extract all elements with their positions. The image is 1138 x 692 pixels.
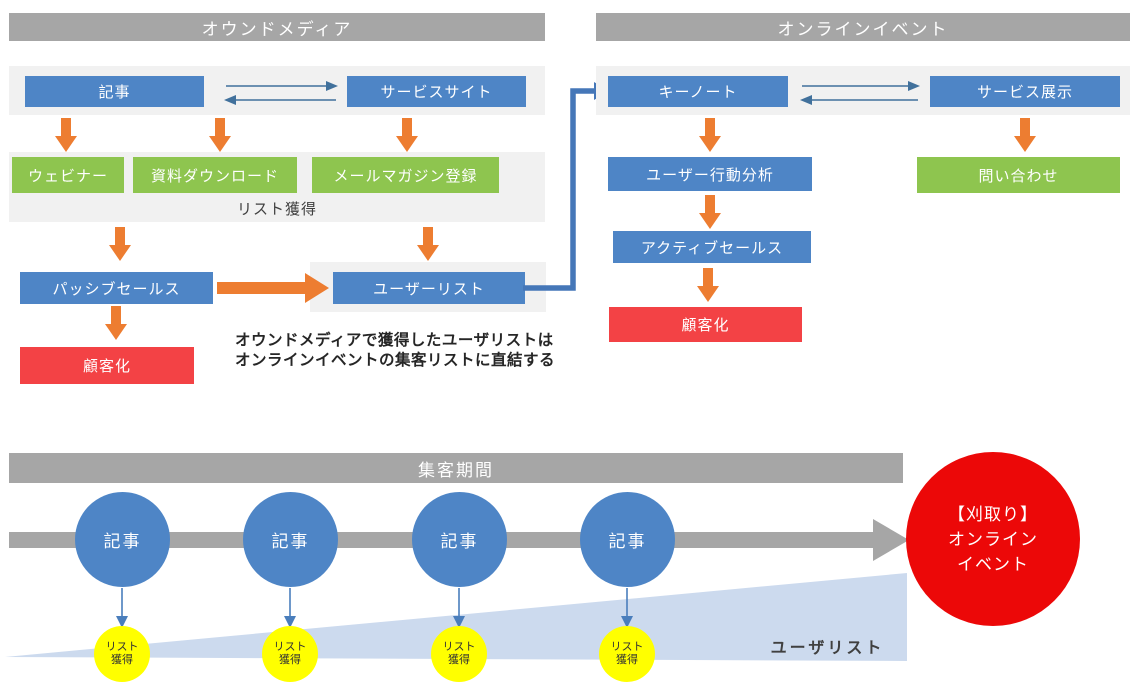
down-arrow-icon <box>697 268 719 302</box>
article-circle: 記事 <box>243 492 338 587</box>
article-circle: 記事 <box>75 492 170 587</box>
article-circle-label: 記事 <box>608 532 647 551</box>
down-arrow-icon <box>699 118 721 152</box>
article-circle-label: 記事 <box>271 532 310 551</box>
passive-sales-label: パッシブセールス <box>52 280 181 298</box>
owned-media-header-label: オウンドメディア <box>201 19 353 39</box>
mail-magazine-label: メールマガジン登録 <box>333 167 478 185</box>
article-circle: 記事 <box>412 492 507 587</box>
annotation-line2: オンラインイベントの集客リストに直結する <box>235 352 556 369</box>
list-acquire-line1: リスト <box>442 641 476 653</box>
down-arrow-icon <box>105 306 127 340</box>
annotation-text: オウンドメディアで獲得したユーザリストは オンラインイベントの集客リストに直結す… <box>235 331 555 371</box>
user-behavior-analysis-box: ユーザー行動分析 <box>608 157 812 191</box>
conversion-label: 顧客化 <box>681 317 730 334</box>
inquiry-box: 問い合わせ <box>917 157 1120 193</box>
article-circle-label: 記事 <box>103 532 142 551</box>
mail-magazine-box: メールマガジン登録 <box>312 157 499 193</box>
harvest-line3: イベント <box>957 554 1029 574</box>
service-site-label: サービスサイト <box>380 84 493 101</box>
harvest-event-circle: 【刈取り】 オンライン イベント <box>906 452 1080 626</box>
user-list-box: ユーザーリスト <box>333 272 525 304</box>
article-box: 記事 <box>25 76 204 107</box>
service-site-box: サービスサイト <box>347 76 526 107</box>
list-acquire-circle: リスト 獲得 <box>599 626 655 682</box>
user-list-label: ユーザーリスト <box>373 280 485 298</box>
harvest-line2: オンライン <box>948 529 1038 549</box>
user-behavior-analysis-label: ユーザー行動分析 <box>646 166 774 184</box>
list-acquire-line2: 獲得 <box>111 654 133 666</box>
right-arrow-icon <box>217 273 329 303</box>
keynote-label: キーノート <box>658 84 738 101</box>
online-event-header: オンラインイベント <box>596 13 1130 41</box>
down-arrow-icon <box>396 118 418 152</box>
article-circle: 記事 <box>580 492 675 587</box>
document-download-label: 資料ダウンロード <box>150 167 279 185</box>
list-acquire-line2: 獲得 <box>616 654 638 666</box>
owned-media-header: オウンドメディア <box>9 13 545 41</box>
drop-arrow-icon <box>621 588 633 628</box>
attraction-period-label: 集客期間 <box>418 460 494 480</box>
inquiry-label: 問い合わせ <box>978 167 1059 185</box>
down-arrow-icon <box>417 227 439 261</box>
conversion-box-left: 顧客化 <box>20 347 194 384</box>
conversion-box-right: 顧客化 <box>609 307 802 342</box>
active-sales-label: アクティブセールス <box>640 239 784 257</box>
list-acquire-circle: リスト 獲得 <box>262 626 318 682</box>
double-arrow-icon <box>224 81 338 105</box>
down-arrow-icon <box>55 118 77 152</box>
down-arrow-icon <box>109 227 131 261</box>
drop-arrow-icon <box>116 588 128 628</box>
webinar-box: ウェビナー <box>12 157 124 193</box>
list-acquisition-label: リスト獲得 <box>236 200 317 218</box>
list-acquire-line1: リスト <box>610 641 644 653</box>
down-arrow-icon <box>699 195 721 229</box>
drop-arrow-icon <box>453 588 465 628</box>
drop-arrow-icon <box>284 588 296 628</box>
annotation-line1: オウンドメディアで獲得したユーザリストは <box>235 332 554 349</box>
service-exhibit-box: サービス展示 <box>930 76 1120 107</box>
down-arrow-icon <box>1014 118 1036 152</box>
down-arrow-icon <box>209 118 231 152</box>
attraction-period-banner: 集客期間 <box>9 453 903 483</box>
service-exhibit-label: サービス展示 <box>976 84 1073 101</box>
document-download-box: 資料ダウンロード <box>133 157 297 193</box>
conversion-label: 顧客化 <box>82 358 131 375</box>
list-acquire-line1: リスト <box>105 641 139 653</box>
passive-sales-box: パッシブセールス <box>20 272 213 304</box>
list-acquire-circle: リスト 獲得 <box>94 626 150 682</box>
webinar-label: ウェビナー <box>27 167 108 185</box>
double-arrow-icon <box>800 81 920 105</box>
article-circle-label: 記事 <box>440 532 479 551</box>
article-label: 記事 <box>98 84 131 101</box>
list-acquire-line2: 獲得 <box>279 654 301 666</box>
user-list-wedge-label: ユーザリスト <box>770 640 885 657</box>
keynote-box: キーノート <box>608 76 788 107</box>
harvest-line1: 【刈取り】 <box>948 504 1038 524</box>
online-event-header-label: オンラインイベント <box>777 19 949 39</box>
list-acquire-circle: リスト 獲得 <box>431 626 487 682</box>
list-acquire-line1: リスト <box>273 641 307 653</box>
list-acquire-line2: 獲得 <box>448 654 470 666</box>
active-sales-box: アクティブセールス <box>613 231 811 263</box>
